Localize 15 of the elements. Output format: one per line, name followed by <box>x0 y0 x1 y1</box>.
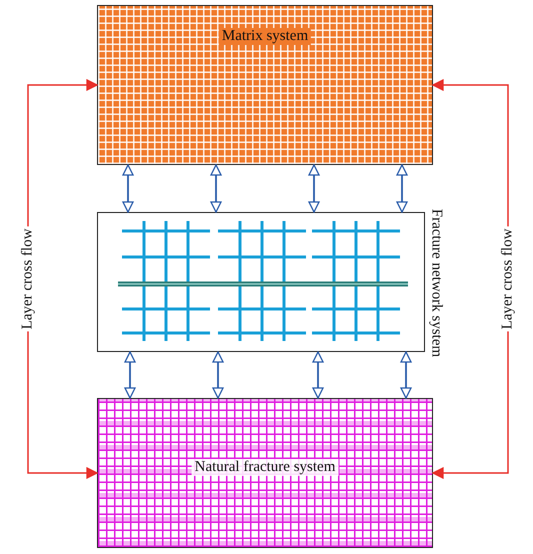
matrix-grid-box <box>97 5 433 165</box>
natural-fracture-grid-box <box>97 398 433 548</box>
double-arrow <box>308 164 320 213</box>
double-arrow <box>396 164 408 213</box>
edge-label: Layer cross flow <box>500 226 516 332</box>
node-label: Fracture network system <box>428 208 444 358</box>
double-arrow <box>122 164 134 213</box>
double-arrow <box>124 351 136 399</box>
node-label: Matrix system <box>218 28 312 45</box>
edge-label: Layer cross flow <box>20 226 36 332</box>
double-arrow <box>212 351 224 399</box>
node-label: Natural fracture system <box>192 459 338 476</box>
double-arrow <box>400 351 412 399</box>
double-arrow <box>312 351 324 399</box>
double-arrow <box>210 164 222 213</box>
